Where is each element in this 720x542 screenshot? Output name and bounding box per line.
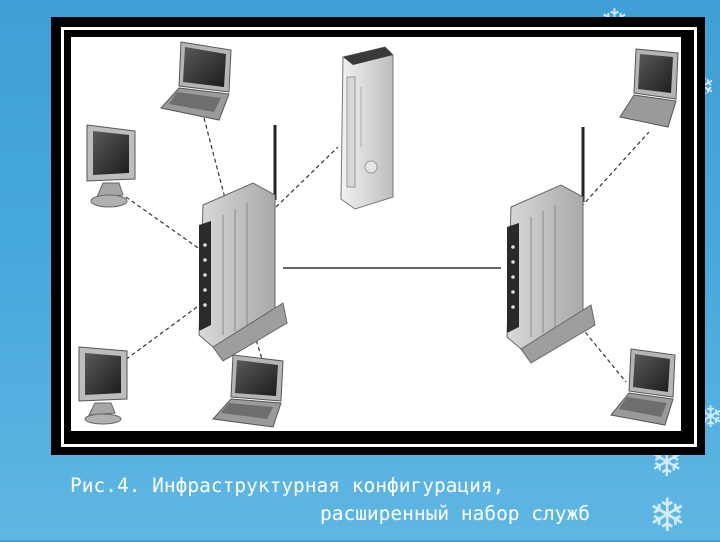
figure-caption: Рис.4. Инфраструктурная конфигурация, ра… xyxy=(70,472,590,528)
laptop-icon xyxy=(160,41,232,121)
snowflake-icon: ❄ xyxy=(648,488,687,542)
link-wireless xyxy=(580,131,650,208)
caption-line-1: Рис.4. Инфраструктурная конфигурация, xyxy=(70,474,505,497)
figure-frame xyxy=(51,17,705,455)
link-wireless xyxy=(580,326,627,383)
link-wireless xyxy=(203,117,227,203)
link-wireless xyxy=(120,306,198,364)
link-wireless xyxy=(125,196,202,251)
diagram-svg xyxy=(78,41,679,428)
link-wireless xyxy=(275,146,339,208)
laptop-icon xyxy=(211,354,284,428)
monitor-icon xyxy=(86,124,136,208)
laptop-icon xyxy=(619,48,679,128)
network-diagram xyxy=(71,37,681,431)
figure-border xyxy=(61,27,697,447)
laptop-icon xyxy=(610,348,676,426)
monitor-icon xyxy=(78,346,128,425)
server-icon xyxy=(340,46,394,210)
access-point-icon xyxy=(198,125,288,362)
caption-line-2: расширенный набор служб xyxy=(319,502,590,525)
access-point-icon xyxy=(506,127,596,364)
